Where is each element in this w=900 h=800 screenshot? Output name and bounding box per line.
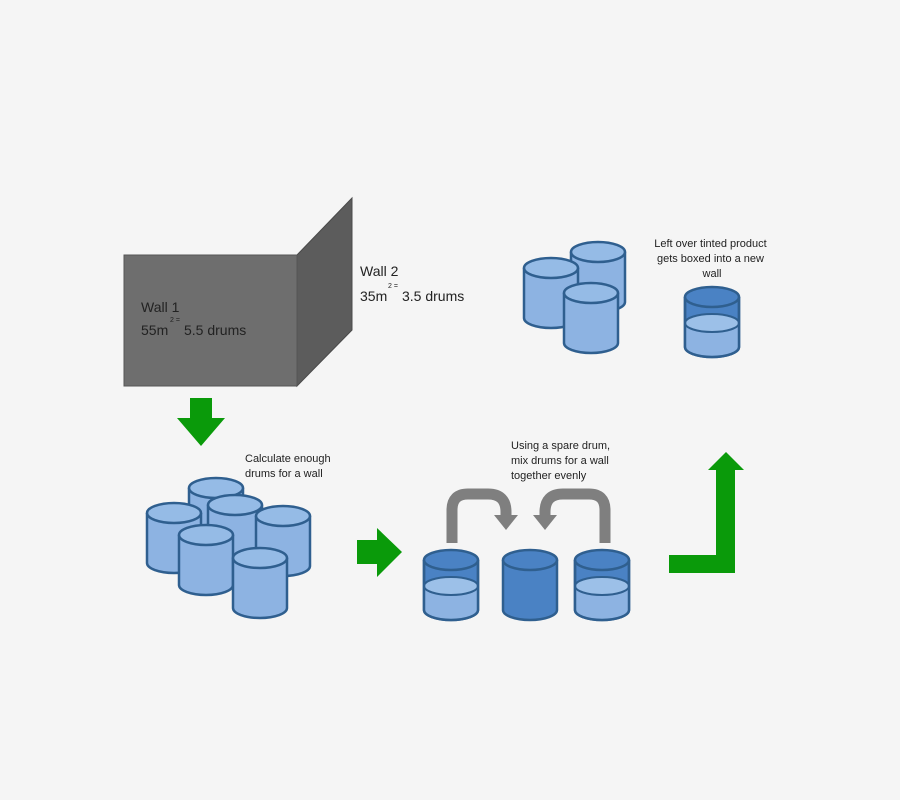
drum	[231, 546, 289, 620]
half-drum	[422, 548, 480, 622]
drum	[562, 281, 620, 355]
wall-2-drums: 3.5 drums	[402, 288, 464, 304]
wall-1-title: Wall 1	[141, 299, 180, 315]
gray-arrowhead-left	[494, 515, 518, 530]
green-down-arrow-icon	[177, 398, 225, 446]
wall-1-drums: 5.5 drums	[184, 322, 246, 338]
green-right-arrow-icon	[357, 528, 402, 577]
gray-arrowhead-right	[533, 515, 557, 530]
drum-cluster	[145, 476, 312, 620]
wall-2-sup: 2 =	[388, 283, 398, 290]
wall-1-sup: 2 =	[170, 317, 180, 324]
mixing-drums	[422, 548, 631, 622]
step-3-caption: Left over tinted product gets boxed into…	[654, 238, 770, 280]
half-drum	[573, 548, 631, 622]
wall-2-side	[296, 196, 353, 388]
gray-curved-arrow-right-icon	[539, 488, 611, 543]
gray-curved-arrow-left-icon	[446, 488, 512, 543]
leftover-drum-group	[522, 240, 627, 355]
leftover-drum	[683, 285, 741, 359]
wall-1-front	[123, 254, 298, 387]
step-2-caption: Using a spare drum, mix drums for a wall…	[511, 440, 613, 482]
wall-1-area: 55m	[141, 322, 168, 338]
spare-drum	[501, 548, 559, 622]
wall-illustration	[123, 196, 353, 388]
drum	[177, 523, 235, 597]
green-up-arrow-icon	[669, 452, 744, 573]
wall-2-area: 35m	[360, 288, 387, 304]
wall-2-title: Wall 2	[360, 263, 399, 279]
step-1-caption: Calculate enough drums for a wall	[245, 453, 334, 480]
